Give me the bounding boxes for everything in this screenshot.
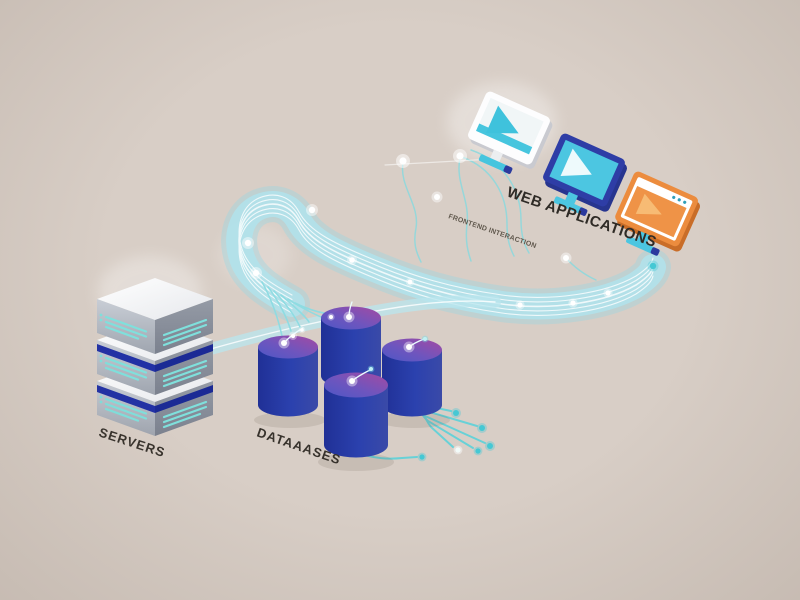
database-cylinder-front (324, 372, 388, 458)
database-cylinder-left (258, 335, 318, 417)
database-cylinder-right (382, 338, 442, 417)
monitor-web-app-2 (543, 133, 627, 216)
server-beam (194, 295, 501, 358)
stream-glow-dots (242, 149, 613, 310)
database-glow-dots (278, 311, 429, 387)
server-stack (97, 278, 213, 436)
monitor-web-app-1 (468, 91, 553, 174)
trace-endpoint-dots (417, 260, 659, 462)
database-group (254, 301, 450, 471)
monitor-web-app-3 (615, 171, 700, 256)
frontend-interaction-label: FRONTEND INTERACTION (447, 213, 537, 250)
play-triangle-icon (560, 148, 592, 176)
play-triangle-icon (635, 193, 662, 215)
monitor-1-screen (479, 97, 544, 148)
server-unit-1 (97, 278, 213, 354)
play-triangle-icon (485, 105, 519, 134)
